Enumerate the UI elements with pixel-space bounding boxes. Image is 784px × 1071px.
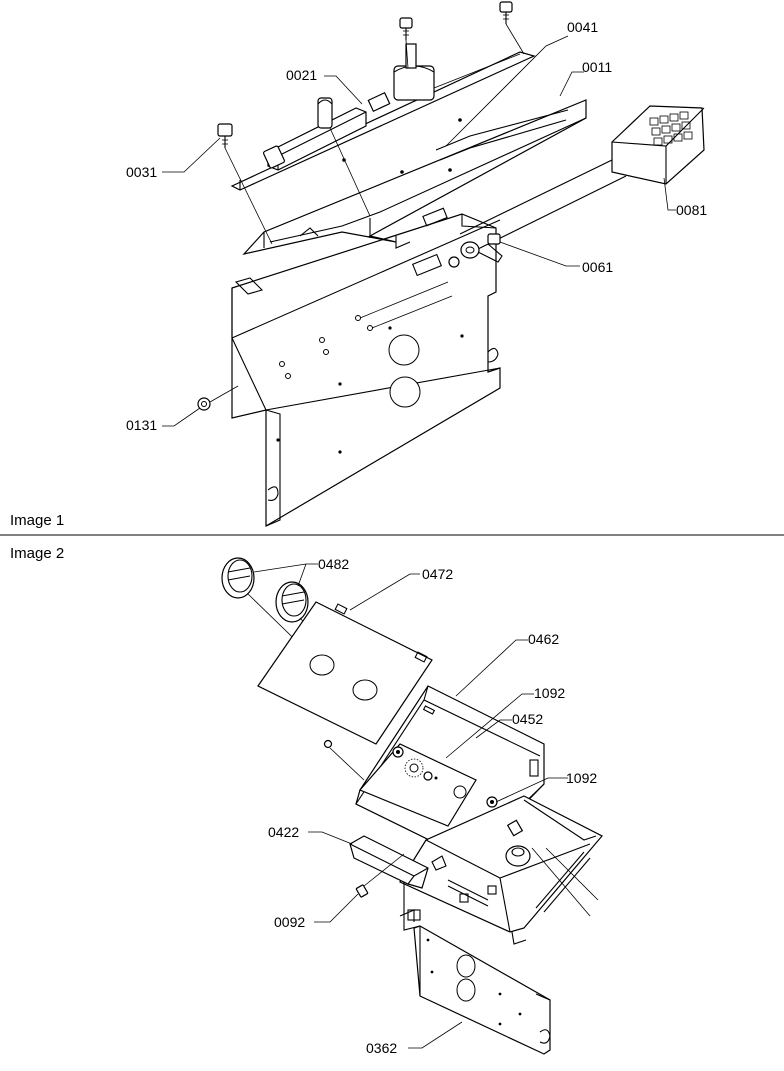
callout-0041: 0041: [567, 19, 598, 35]
callout-1092-top: 1092: [534, 685, 565, 701]
screw-top-2-icon: [499, 1, 513, 24]
callout-0422: 0422: [268, 824, 299, 840]
control-tray-0011: [242, 99, 587, 256]
callout-0362: 0362: [366, 1040, 397, 1056]
bracket-0422: [349, 835, 429, 889]
screw-left-icon: [323, 739, 365, 781]
screw-top-1-icon: [399, 17, 413, 40]
back-panel-0362: [407, 909, 551, 1055]
screw-1092-a-icon: [392, 746, 404, 758]
screw-1092-b-icon: [486, 796, 498, 808]
callout-0462: 0462: [528, 631, 559, 647]
knob-0482-1-icon: [221, 557, 255, 599]
callout-0021: 0021: [286, 67, 317, 83]
callout-0452: 0452: [512, 711, 543, 727]
clip-0061: [448, 233, 503, 268]
lower-bracket: [399, 795, 603, 945]
callout-0482: 0482: [318, 556, 349, 572]
callout-0131: 0131: [126, 417, 157, 433]
image-1-panel: Image 1: [10, 1, 707, 529]
callout-0081: 0081: [676, 202, 707, 218]
callout-0031: 0031: [126, 164, 157, 180]
image-2-label: Image 2: [10, 545, 64, 562]
callout-1092-right: 1092: [566, 770, 597, 786]
grommet-0131-icon: [197, 385, 239, 411]
connector-0081: [459, 105, 705, 251]
front-panel-0472: [257, 601, 433, 745]
image-2-panel: Image 2: [10, 545, 603, 1056]
callout-0472: 0472: [422, 566, 453, 582]
screw-0092-icon: [355, 853, 405, 898]
callout-0092: 0092: [274, 914, 305, 930]
switch-0021: [263, 43, 435, 171]
image-2-leaders: [253, 563, 568, 1049]
screw-0031-icon: [217, 123, 233, 148]
main-bracket-0131: [231, 213, 501, 528]
callout-0061: 0061: [582, 259, 613, 275]
image-1-leaders: [162, 35, 676, 427]
callout-0011: 0011: [582, 59, 612, 75]
image-1-label: Image 1: [10, 512, 64, 529]
knob-0482-2-icon: [275, 581, 309, 623]
